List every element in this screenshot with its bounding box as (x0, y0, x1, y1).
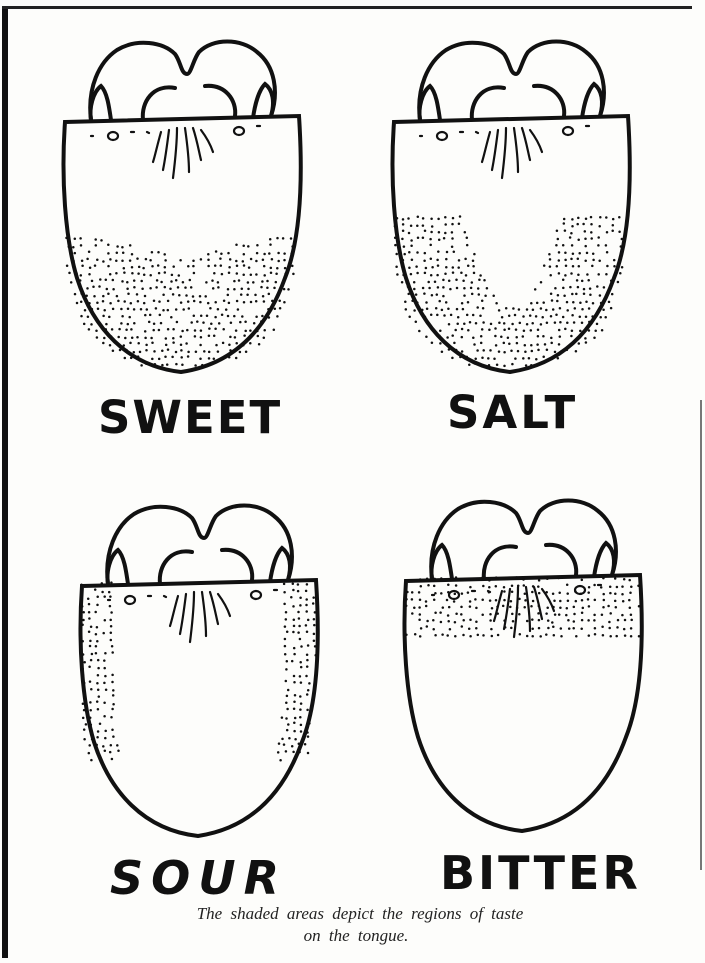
label-sweet: SWEET (98, 395, 282, 440)
tongue-root (90, 42, 275, 121)
tongue-outline (81, 580, 318, 836)
label-salt: SALT (447, 390, 578, 435)
tongue-bitter (398, 487, 648, 837)
tongue-sweet (57, 28, 307, 378)
caption-line-2: on the tongue. (0, 925, 705, 947)
tongue-outline (64, 116, 301, 372)
tongue-root (431, 501, 616, 580)
caption-line-1: The shaded areas depict the regions of t… (0, 903, 705, 925)
tongue-root (107, 506, 292, 585)
label-sour: SOUR (110, 855, 287, 901)
frame-border-right (700, 400, 702, 870)
tongue-root (419, 42, 604, 121)
tongue-outline (393, 116, 630, 372)
figure-caption: The shaded areas depict the regions of t… (0, 903, 705, 947)
tongue-sour (74, 492, 324, 842)
frame-border-left (2, 8, 8, 958)
tongue-salt (386, 28, 636, 378)
label-bitter: BITTER (440, 850, 641, 896)
frame-border-top (2, 6, 692, 9)
